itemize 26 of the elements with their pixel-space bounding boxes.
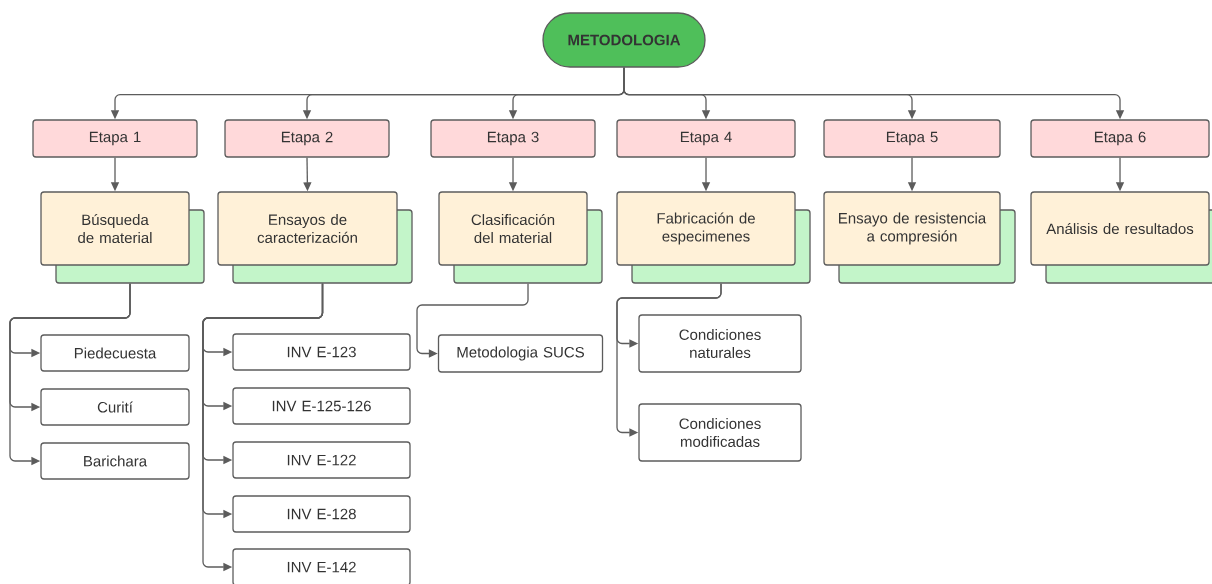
item-box: INV E-125-126 — [232, 387, 411, 425]
stage-box: Etapa 3 — [430, 119, 596, 158]
stacked-card: Ensayos de caracterización — [217, 191, 413, 284]
item-box: INV E-128 — [232, 495, 411, 533]
item-box: Piedecuesta — [40, 334, 190, 372]
item-box: Metodologia SUCS — [437, 334, 604, 373]
stacked-card: Ensayo de resistencia a compresión — [823, 191, 1016, 284]
stage-box: Etapa 6 — [1030, 119, 1210, 158]
stacked-card: Análisis de resultados — [1030, 191, 1212, 284]
arrow — [616, 283, 722, 437]
item-box: Condiciones modificadas — [638, 403, 802, 462]
item-box: INV E-123 — [232, 333, 411, 371]
item-box: Curití — [40, 388, 190, 426]
stage-box: Etapa 4 — [616, 119, 796, 158]
stage-box: Etapa 1 — [32, 119, 198, 158]
item-box: Barichara — [40, 442, 190, 480]
item-box: INV E-142 — [232, 548, 411, 584]
item-box: INV E-122 — [232, 441, 411, 479]
root-pill: METODOLOGIA — [542, 12, 706, 68]
stage-box: Etapa 5 — [823, 119, 1001, 158]
arrow — [416, 283, 529, 358]
item-box: Condiciones naturales — [638, 314, 802, 373]
stacked-card: Clasificación del material — [438, 191, 603, 284]
stacked-card: Búsqueda de material — [40, 191, 205, 284]
stage-box: Etapa 2 — [224, 119, 390, 158]
stacked-card: Fabricación de especimenes — [616, 191, 811, 284]
